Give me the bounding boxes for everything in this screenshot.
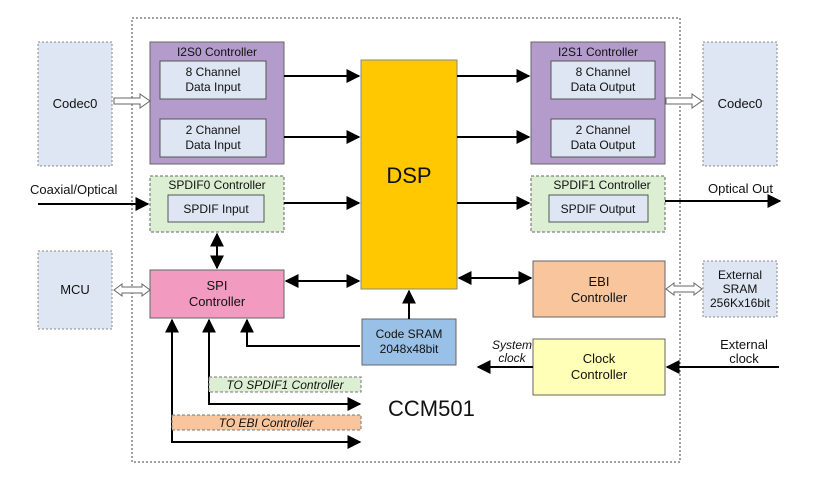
- dsp-block: [360, 59, 458, 290]
- clock-line1: Clock: [583, 351, 616, 366]
- spi-line1: SPI: [207, 278, 228, 293]
- codec-left-box: [37, 41, 113, 167]
- i2s1-to-codec0-hollow-arrow: [665, 93, 703, 109]
- i2s1-8ch-line1: 8 Channel: [576, 65, 631, 79]
- i2s1-2ch-line2: Data Output: [571, 138, 636, 152]
- system-clock-label-1: System: [492, 338, 532, 352]
- codec-left-label: Codec0: [53, 96, 98, 111]
- chip-name: CCM501: [388, 396, 475, 421]
- i2s1-8ch-line2: Data Output: [571, 80, 636, 94]
- spdif-input-label: SPDIF Input: [183, 202, 249, 216]
- to-ebi-label: TO EBI Controller: [219, 416, 314, 430]
- spi-line2: Controller: [189, 294, 246, 309]
- coaxial-optical-label: Coaxial/Optical: [30, 182, 118, 197]
- i2s0-8ch-line1: 8 Channel: [186, 65, 241, 79]
- spdif-output-label: SPDIF Output: [561, 202, 636, 216]
- external-sram-box: [702, 260, 778, 318]
- clock-line2: Controller: [571, 367, 628, 382]
- i2s0-2ch-line1: 2 Channel: [186, 123, 241, 137]
- code-sram-box: [361, 318, 457, 366]
- external-clock-label-1: External: [720, 337, 768, 352]
- i2s0-title: I2S0 Controller: [177, 45, 257, 59]
- codec0-to-i2s0-hollow-arrow: [113, 93, 151, 109]
- ext-sram-line1: External: [718, 268, 762, 282]
- system-clock-label-2: clock: [498, 351, 526, 365]
- clock-controller: [532, 338, 666, 396]
- chip-boundary: [131, 17, 681, 463]
- spdif-output-box: [548, 194, 649, 223]
- spdif-input-box: [167, 194, 265, 223]
- code-sram-line1: Code SRAM: [376, 327, 443, 341]
- i2s1-2ch-line1: 2 Channel: [576, 123, 631, 137]
- i2s1-2ch-box: [550, 118, 656, 158]
- ext-sram-line2: SRAM: [723, 282, 758, 296]
- ebi-controller: [532, 260, 666, 318]
- ebi-extsram-hollow-arrow: [665, 282, 703, 296]
- code-sram-to-spi-arrow: [240, 318, 360, 347]
- ebi-line1: EBI: [589, 274, 610, 289]
- ext-sram-line3: 256Kx16bit: [710, 296, 771, 310]
- i2s0-2ch-box: [159, 118, 267, 158]
- to-spdif1-band: [208, 376, 362, 393]
- external-clock-label-2: clock: [729, 351, 759, 366]
- optical-out-label: Optical Out: [708, 181, 773, 196]
- spdif1-title: SPDIF1 Controller: [553, 178, 650, 192]
- mcu-label: MCU: [60, 282, 90, 297]
- mcu-spi-hollow-arrow: [113, 283, 151, 297]
- i2s0-2ch-line2: Data Input: [185, 138, 241, 152]
- i2s0-8ch-line2: Data Input: [185, 80, 241, 94]
- to-ebi-band: [171, 414, 362, 431]
- dsp-label: DSP: [386, 163, 431, 188]
- spi-controller: [149, 269, 285, 319]
- spi-to-ebi-line-arrow: [165, 318, 362, 449]
- i2s0-8ch-box: [159, 60, 267, 100]
- codec-right-box: [702, 41, 778, 167]
- to-spdif1-label: TO SPDIF1 Controller: [226, 378, 344, 392]
- code-sram-line2: 2048x48bit: [380, 342, 439, 356]
- codec-right-label: Codec0: [718, 96, 763, 111]
- ebi-line2: Controller: [571, 290, 628, 305]
- spdif0-title: SPDIF0 Controller: [168, 178, 265, 192]
- mcu-box: [37, 250, 113, 330]
- i2s1-8ch-box: [550, 60, 656, 100]
- i2s1-title: I2S1 Controller: [558, 45, 638, 59]
